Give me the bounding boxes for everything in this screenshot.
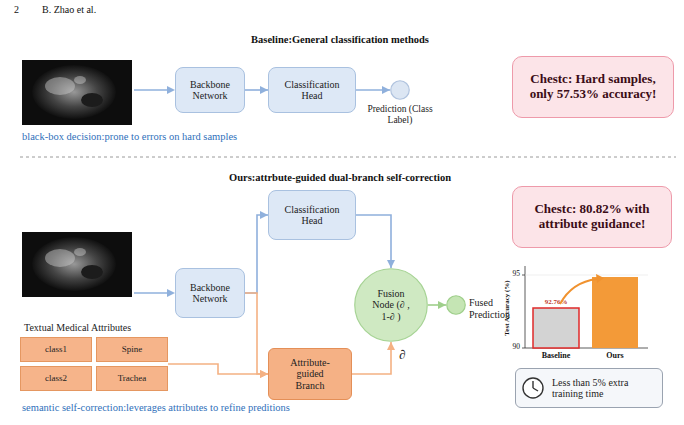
process-box: Backbone Network (175, 67, 245, 113)
note-box: Less than 5% extra training time (515, 368, 663, 408)
circle-outline (446, 295, 466, 315)
axis-title: Test Accuracy (%) (503, 263, 511, 353)
circle-shape (391, 81, 410, 100)
axis-tick: 90 (500, 343, 520, 352)
node-text: Fused Prediction (469, 297, 519, 320)
connector-line (428, 304, 446, 306)
section-title: Ours:attrbute-guided dual-branch self-co… (170, 172, 510, 184)
node-text: Fusion Node (∂ , 1-∂ ) (368, 288, 414, 323)
ultrasound-image (22, 60, 132, 125)
ultrasound-image (22, 232, 132, 297)
circle-shape (355, 269, 428, 342)
output-circle: Prediction (Class Label) (390, 80, 410, 100)
arrow-head (260, 211, 268, 219)
connector-line (356, 215, 391, 268)
connector-line (245, 89, 268, 91)
arrow-head (387, 342, 395, 350)
arrow-head (260, 370, 268, 378)
attribute-table: Textual Medical Attributesclass1Spinecla… (20, 337, 168, 391)
connector (245, 211, 268, 293)
node-text: Chestc: 80.82% with attribute guidance! (521, 202, 663, 232)
bar-category: Baseline (516, 351, 596, 360)
arrow-head (387, 260, 395, 268)
callout-box: Chestc: Hard samples, only 57.53% accura… (512, 56, 674, 118)
fusion-circle: Fusion Node (∂ , 1-∂ ) (354, 268, 428, 342)
process-box: Classification Head (268, 67, 356, 113)
connector-line (168, 364, 268, 374)
connector (245, 86, 268, 94)
node-text: Less than 5% extra training time (552, 377, 656, 400)
page-number: 2 (14, 4, 19, 16)
table-cell: class1 (20, 337, 92, 362)
node-text: Backbone Network (182, 282, 238, 305)
section-divider (20, 157, 676, 158)
node-text: Chestc: Hard samples, only 57.53% accura… (521, 72, 665, 102)
branch-box: Attribute-guided Branch (268, 348, 352, 400)
node-text: class1 (45, 344, 67, 354)
connector (245, 293, 268, 378)
annotation-text: black-box decision:prone to errors on ha… (22, 131, 237, 143)
node-text: Spine (122, 344, 143, 354)
node-text: Backbone Network (182, 79, 238, 102)
bar-value: 92.76% (526, 298, 586, 306)
input-arrow (134, 86, 175, 94)
connector-line (352, 342, 391, 374)
node-text: Classification Head (275, 204, 349, 227)
process-box: Backbone Network (175, 268, 245, 318)
circle-outline (390, 80, 410, 100)
table-cell: Spine (96, 337, 168, 362)
arrow-head (260, 370, 268, 378)
connector (428, 301, 446, 309)
connector (168, 364, 268, 378)
arrow-head (382, 86, 390, 94)
connector-line (356, 89, 390, 91)
input-arrow (134, 289, 175, 297)
running-header: B. Zhao et al. (42, 4, 96, 16)
arrow-head (260, 86, 268, 94)
connector (356, 86, 390, 94)
connector (356, 215, 395, 268)
circle-shape (447, 296, 466, 315)
edge-label: ∂ (399, 348, 405, 363)
annotation-text: semantic self-correction:leverages attri… (22, 402, 290, 414)
axis-tick: 95 (500, 270, 520, 279)
node-text: Trachea (118, 373, 147, 383)
node-text: Attribute-guided Branch (281, 357, 339, 392)
connector (352, 342, 395, 374)
table-cell: class2 (20, 366, 92, 391)
process-box: Classification Head (268, 190, 356, 240)
node-text: class2 (45, 373, 67, 383)
connector-line (245, 293, 268, 374)
section-title: Baseline:General classification methods (170, 34, 510, 46)
callout-box: Chestc: 80.82% with attribute guidance! (512, 186, 672, 248)
arrow-head (438, 301, 446, 309)
node-text: Classification Head (275, 79, 349, 102)
node-text: Textual Medical Attributes (24, 322, 131, 334)
node-text: Prediction (Class Label) (360, 104, 440, 126)
bar-chart (522, 266, 648, 348)
bar-value: 94.89% (585, 279, 645, 287)
connector-line (245, 215, 268, 293)
bar-category: Ours (575, 351, 655, 360)
table-cell: Trachea (96, 366, 168, 391)
output-circle: Fused Prediction (446, 295, 466, 315)
